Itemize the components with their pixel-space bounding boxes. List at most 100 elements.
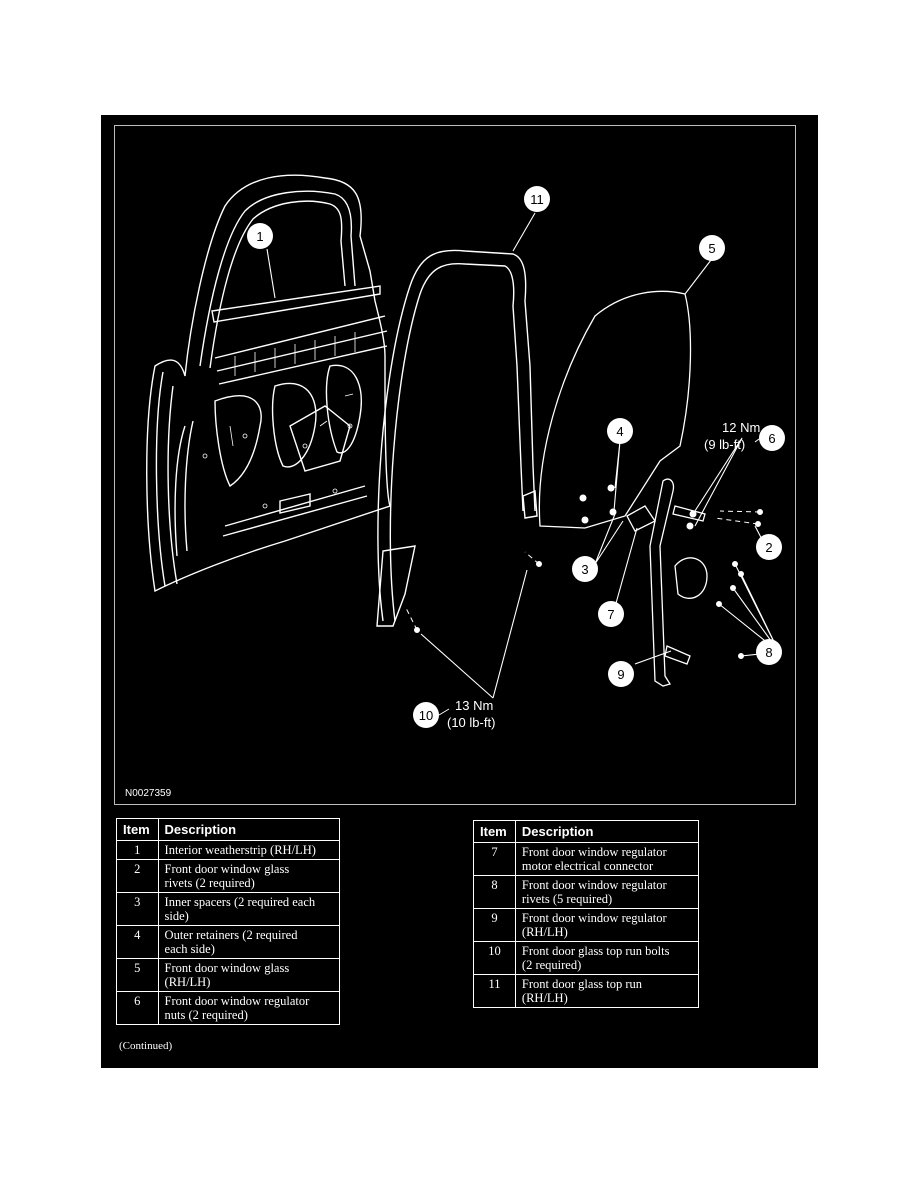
callout-10-connector <box>438 708 450 716</box>
callout-2: 2 <box>756 534 782 560</box>
desc-line: motor electrical connector <box>521 859 654 873</box>
svg-text:9: 9 <box>617 667 624 682</box>
door-shell <box>146 174 391 593</box>
callout-3: 3 <box>572 556 598 582</box>
callout-1: 1 <box>247 223 273 249</box>
torque-10-lbft: (10 lb-ft) <box>447 715 495 730</box>
desc-line: (2 required) <box>521 958 582 972</box>
svg-text:4: 4 <box>616 424 623 439</box>
desc-line: side) <box>164 909 189 923</box>
callout-10: 10 <box>413 702 439 728</box>
svg-text:11: 11 <box>530 192 544 207</box>
desc-line: each side) <box>164 942 215 956</box>
door-detail-lines <box>202 332 356 509</box>
callout-5: 5 <box>699 235 725 261</box>
item-description: Front door window glass(RH/LH) <box>157 958 341 992</box>
fastener-dash-lines <box>404 510 761 631</box>
header-item: Item <box>116 818 159 841</box>
svg-text:10: 10 <box>419 708 433 723</box>
item-number: 7 <box>473 842 516 876</box>
leader-lines <box>266 212 780 699</box>
item-number: 10 <box>473 941 516 975</box>
item-number: 5 <box>116 958 159 992</box>
table-header-row: Item Description <box>473 820 700 843</box>
desc-line: Interior weatherstrip (RH/LH) <box>164 843 316 857</box>
parts-table-left: Item Description 1 Interior weatherstrip… <box>116 818 341 1025</box>
door-exploded-figure: 1 11 5 4 6 2 3 <box>114 125 796 805</box>
callout-6: 6 <box>759 425 785 451</box>
item-description: Interior weatherstrip (RH/LH) <box>157 840 341 860</box>
item-number: 2 <box>116 859 159 893</box>
desc-line: Front door window regulator <box>521 878 667 892</box>
item-number: 11 <box>473 974 516 1008</box>
table-header-row: Item Description <box>116 818 341 841</box>
callout-6-connector <box>754 438 760 443</box>
desc-line: Front door glass top run <box>521 977 643 991</box>
item-description: Front door glass top run bolts(2 require… <box>514 941 700 975</box>
desc-line: Front door glass top run bolts <box>521 944 670 958</box>
svg-text:7: 7 <box>607 607 614 622</box>
header-description: Description <box>157 818 341 841</box>
callout-9: 9 <box>608 661 634 687</box>
desc-line: Front door window regulator <box>164 994 310 1008</box>
table-row: 9 Front door window regulator(RH/LH) <box>473 908 700 942</box>
desc-line: Inner spacers (2 required each <box>164 895 316 909</box>
glass-top-run <box>376 249 538 627</box>
svg-text:6: 6 <box>768 431 775 446</box>
item-number: 3 <box>116 892 159 926</box>
header-description: Description <box>514 820 700 843</box>
window-glass-outline <box>538 290 692 529</box>
item-description: Front door window regulator(RH/LH) <box>514 908 700 942</box>
item-number: 1 <box>116 840 159 860</box>
continued-note: (Continued) <box>119 1040 173 1052</box>
manual-page-panel: 1 11 5 4 6 2 3 <box>101 115 818 1068</box>
desc-line: nuts (2 required) <box>164 1008 248 1022</box>
callout-4: 4 <box>607 418 633 444</box>
svg-text:3: 3 <box>581 562 588 577</box>
callout-11: 11 <box>524 186 550 212</box>
desc-line: rivets (5 required) <box>521 892 613 906</box>
item-number: 8 <box>473 875 516 909</box>
item-number: 4 <box>116 925 159 959</box>
callout-8: 8 <box>756 639 782 665</box>
svg-text:1: 1 <box>256 229 263 244</box>
svg-text:2: 2 <box>765 540 772 555</box>
torque-6-nm: 12 Nm <box>722 420 760 435</box>
desc-line: (RH/LH) <box>521 925 568 939</box>
desc-line: Front door window glass <box>164 862 290 876</box>
table-row: 1 Interior weatherstrip (RH/LH) <box>116 840 341 860</box>
parts-table-right: Item Description 7 Front door window reg… <box>473 820 700 1008</box>
desc-line: Outer retainers (2 required <box>164 928 298 942</box>
desc-line: Front door window regulator <box>521 845 667 859</box>
desc-line: Front door window regulator <box>521 911 667 925</box>
svg-text:5: 5 <box>708 241 715 256</box>
svg-text:8: 8 <box>765 645 772 660</box>
desc-line: (RH/LH) <box>521 991 568 1005</box>
desc-line: (RH/LH) <box>164 975 211 989</box>
callout-7: 7 <box>598 601 624 627</box>
item-number: 6 <box>116 991 159 1025</box>
torque-6-lbft: (9 lb-ft) <box>704 437 745 452</box>
door-diagram: 1 11 5 4 6 2 3 <box>146 174 785 730</box>
table-row: 5 Front door window glass(RH/LH) <box>116 958 341 992</box>
figure-id-label: N0027359 <box>125 788 172 799</box>
torque-10-nm: 13 Nm <box>455 698 493 713</box>
table-row: 10 Front door glass top run bolts(2 requ… <box>473 941 700 975</box>
header-item: Item <box>473 820 516 843</box>
desc-line: rivets (2 required) <box>164 876 255 890</box>
item-number: 9 <box>473 908 516 942</box>
desc-line: Front door window glass <box>164 961 290 975</box>
item-description: Front door glass top run(RH/LH) <box>514 974 700 1008</box>
